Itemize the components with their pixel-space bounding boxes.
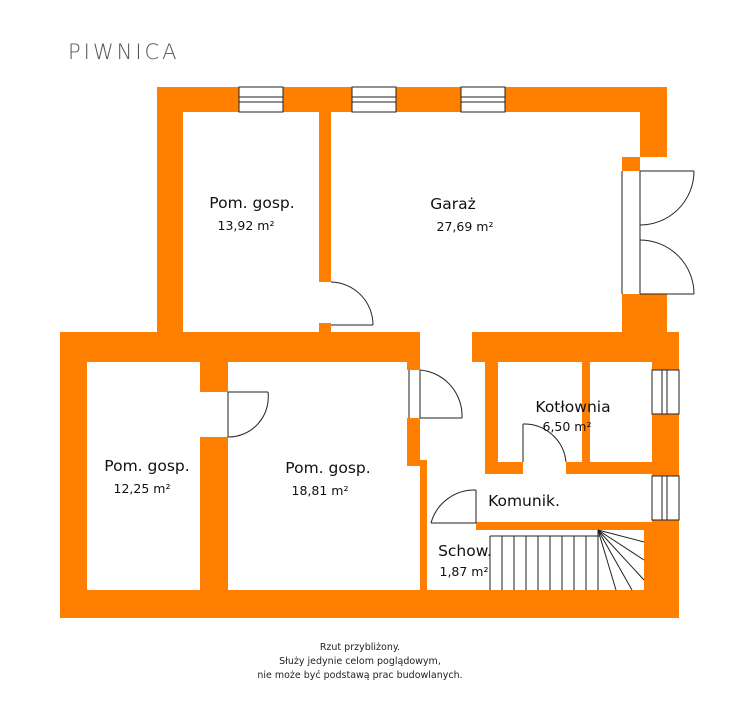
wall-boiler-inner	[582, 362, 590, 462]
wall-left-upper	[157, 87, 183, 337]
stairs	[489, 529, 645, 591]
wall-partition-left-b	[200, 437, 228, 590]
wall-boiler-left	[485, 362, 498, 474]
door-storage-left[interactable]	[227, 391, 269, 438]
wall-partition-upper	[319, 112, 331, 282]
wall-right-upper-b	[622, 157, 640, 171]
wall-boiler-bottom-a	[485, 462, 523, 474]
disclaimer: Rzut przybliżony. Służy jedynie celom po…	[0, 641, 720, 683]
wall-partition-mid-a	[407, 362, 420, 370]
room-area: 6,50 m²	[543, 419, 592, 434]
plan-title: PIWNICA	[68, 40, 180, 64]
room-name: Komunik.	[488, 492, 560, 510]
wall-middle-right	[472, 332, 679, 362]
garage-double-door	[621, 170, 695, 295]
room-area: 27,69 m²	[437, 219, 494, 234]
room-labels: Pom. gosp. 13,92 m² Garaż 27,69 m² Kotło…	[104, 194, 610, 579]
walls	[60, 87, 679, 618]
room-area: 13,92 m²	[218, 218, 275, 233]
window-top-2	[351, 86, 397, 113]
wall-boiler-bottom-b	[566, 462, 652, 474]
wall-partition-mid-d	[420, 466, 427, 590]
wall-stair-right	[644, 522, 652, 590]
window-top-1	[238, 86, 284, 113]
wall-partition-mid-c	[407, 460, 427, 466]
disclaimer-line: Rzut przybliżony.	[319, 642, 401, 653]
room-name: Kotłownia	[535, 398, 610, 416]
room-name: Garaż	[430, 195, 476, 213]
wall-partition-left-a	[200, 362, 228, 392]
door-closet[interactable]	[430, 489, 477, 524]
doors	[227, 170, 695, 524]
room-area: 1,87 m²	[440, 564, 489, 579]
disclaimer-line: nie może być podstawą prac budowlanych.	[257, 670, 463, 681]
window-right-1	[651, 369, 680, 415]
door-boiler[interactable]	[522, 423, 567, 463]
wall-right-upper-a	[640, 87, 667, 157]
wall-partition-mid-b	[407, 418, 420, 460]
wall-left-lower	[60, 332, 87, 618]
door-storage-upper[interactable]	[330, 281, 374, 326]
window-right-2	[651, 475, 680, 521]
wall-corridor	[476, 522, 644, 530]
door-storage-middle[interactable]	[408, 369, 463, 419]
room-name: Pom. gosp.	[104, 457, 189, 475]
windows	[238, 86, 680, 521]
room-name: Schow.	[438, 542, 492, 560]
disclaimer-line: Służy jedynie celom poglądowym,	[279, 656, 441, 667]
window-top-3	[460, 86, 506, 113]
wall-middle-left	[60, 332, 420, 362]
room-area: 12,25 m²	[114, 481, 171, 496]
room-area: 18,81 m²	[292, 483, 349, 498]
wall-top	[157, 87, 667, 112]
room-name: Pom. gosp.	[209, 194, 294, 212]
room-name: Pom. gosp.	[285, 459, 370, 477]
wall-bottom	[60, 590, 679, 618]
